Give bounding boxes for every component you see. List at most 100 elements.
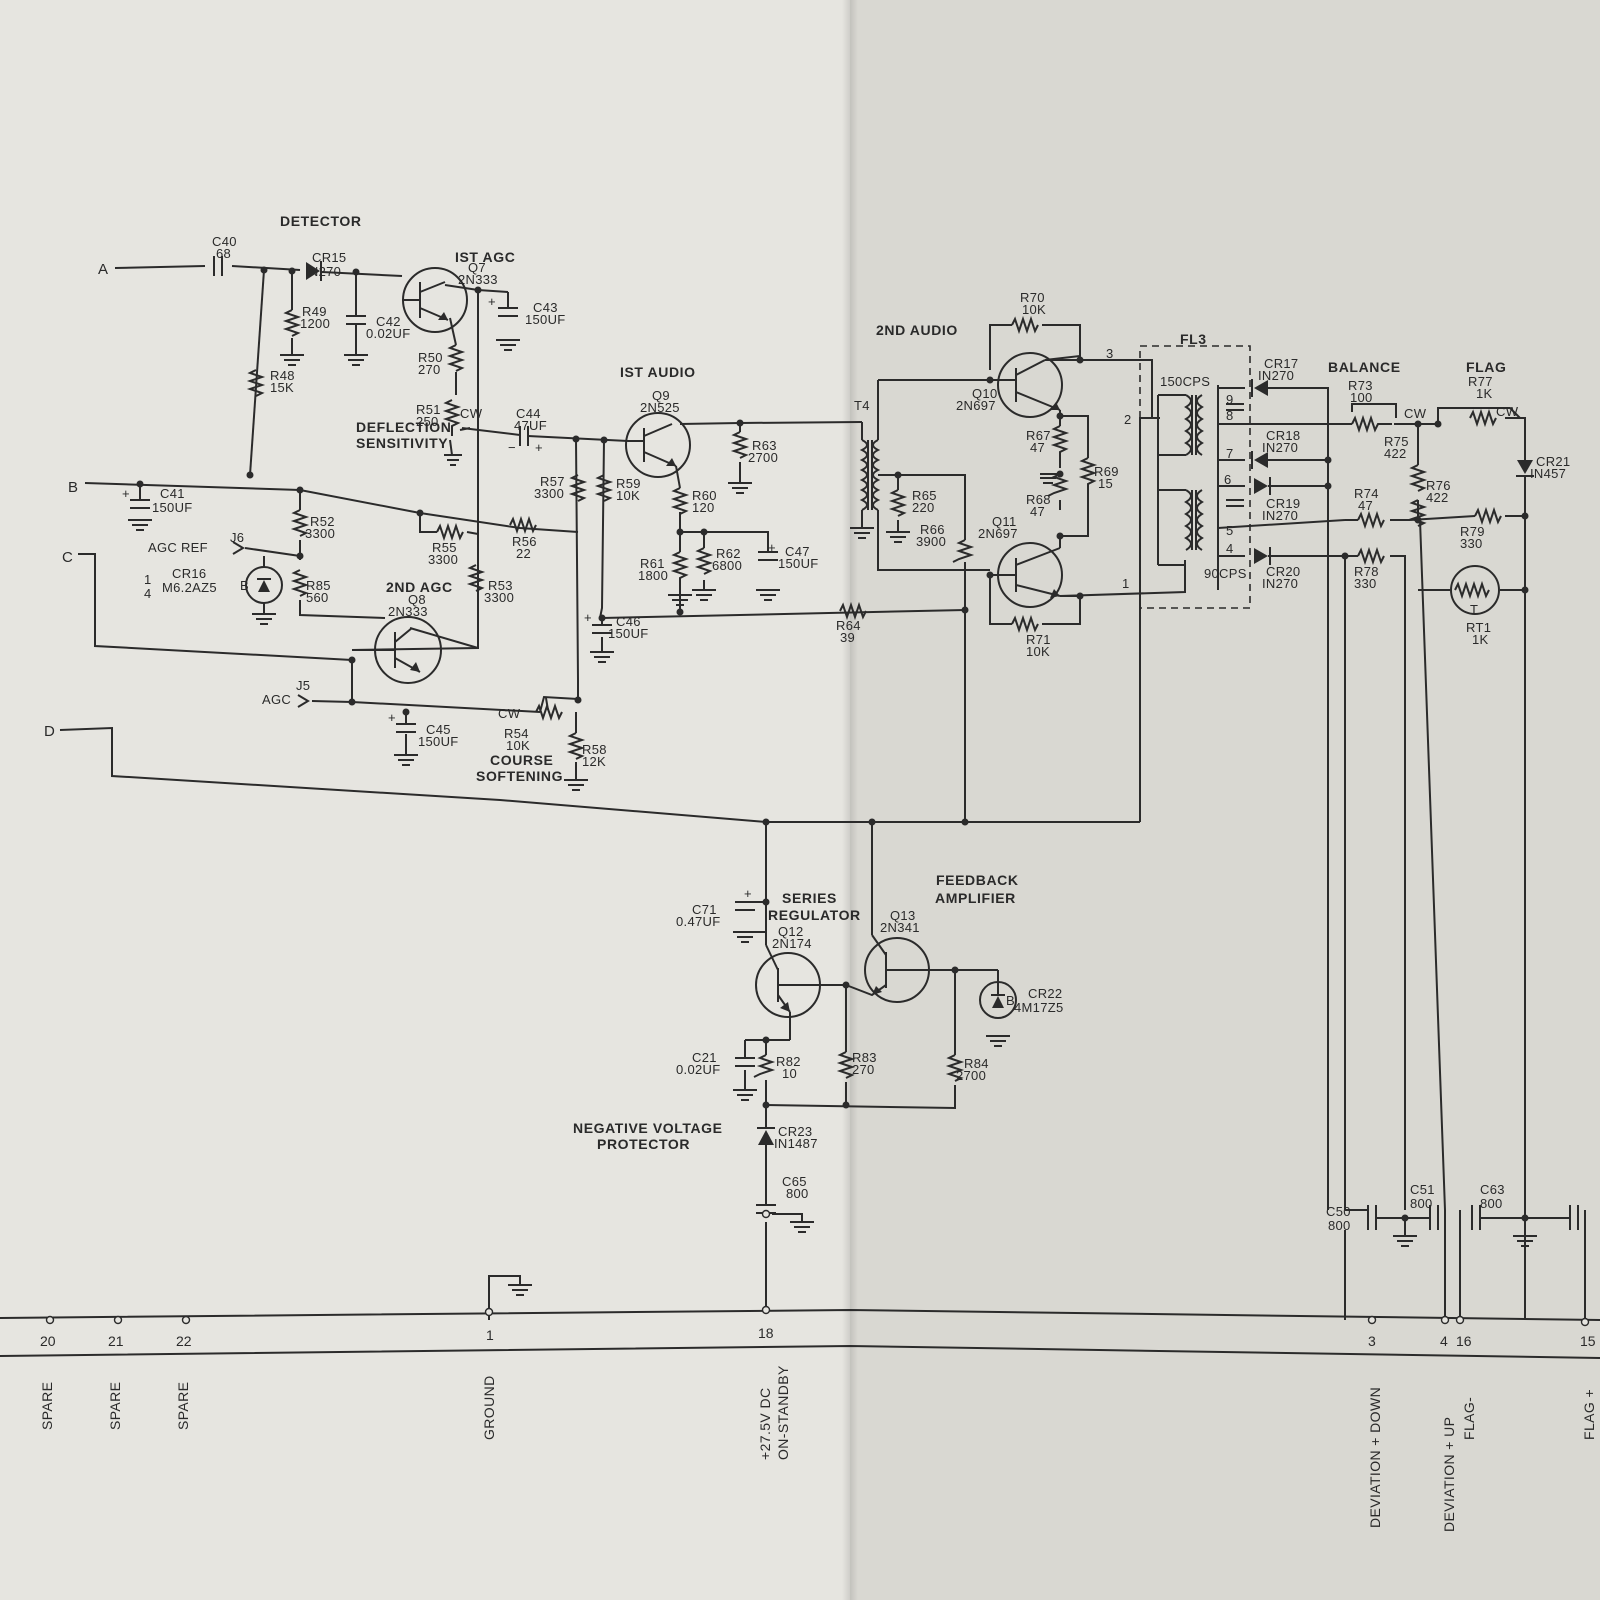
bus-label-22: SPARE (175, 1382, 191, 1430)
resistor-r53 (466, 564, 486, 592)
c46-name: C46 (616, 614, 641, 629)
q-pin-1: 1 (1122, 576, 1130, 591)
b-cr22: B (1006, 993, 1015, 1008)
transistor-q10 (990, 352, 1063, 418)
r51-name: R51 (416, 402, 441, 417)
cr17-value: IN270 (1258, 368, 1294, 383)
c40-value: 68 (216, 246, 231, 261)
r84-name: R84 (964, 1056, 989, 1071)
paper-fold (842, 0, 858, 1600)
transistor-q12 (755, 944, 821, 1018)
bus-label-21: SPARE (107, 1382, 123, 1430)
bus-pin-21: 21 (108, 1333, 124, 1349)
label-deflection-2: SENSITIVITY (356, 435, 448, 451)
resistor-r63 (730, 431, 750, 459)
resistor-r66 (952, 539, 975, 563)
cr22-name: CR22 (1028, 986, 1062, 1001)
thermistor-rt1 (1450, 565, 1500, 615)
label-feedback-1: FEEDBACK (936, 872, 1019, 888)
q13-value: 2N341 (880, 920, 920, 935)
q13-name: Q13 (890, 908, 915, 923)
c43-name: C43 (533, 300, 558, 315)
pin-numbers: 9 8 7 6 5 4 3 2 1 (1106, 346, 1234, 591)
r69-name: R69 (1094, 464, 1119, 479)
r50-value: 270 (418, 362, 441, 377)
bus-label-18b: ON-STANDBY (775, 1365, 791, 1460)
cr16-frac-num: 1 (144, 572, 152, 587)
fl3-pin-7: 7 (1226, 446, 1234, 461)
capacitor-c50 (1367, 1205, 1377, 1230)
r65-value: 220 (912, 500, 935, 515)
cr16-name: CR16 (172, 566, 206, 581)
q7-name: Q7 (468, 260, 486, 275)
q11-name: Q11 (992, 514, 1017, 529)
r54-name: R54 (504, 726, 529, 741)
r65-name: R65 (912, 488, 937, 503)
resistor-r75 (1408, 464, 1428, 492)
bus-pin-3: 3 (1368, 1333, 1376, 1349)
capacitor-c46 (592, 624, 612, 634)
zener-cr22 (979, 981, 1017, 1019)
minus-c44: − (508, 440, 516, 455)
t-rt1: T (1470, 602, 1478, 617)
label-series-1: SERIES (782, 890, 837, 906)
r54-wiper (545, 697, 549, 711)
label-course-2: SOFTENING (476, 768, 563, 784)
q9-name: Q9 (652, 388, 670, 403)
r59-name: R59 (616, 476, 641, 491)
diode-cr23 (757, 1127, 775, 1145)
bus-label-15: FLAG + (1581, 1389, 1597, 1440)
bus-terminals (45, 1209, 1590, 1327)
r75-value: 422 (1384, 446, 1407, 461)
plus-c47: + (768, 540, 776, 555)
q11-value: 2N697 (978, 526, 1018, 541)
r69-value: 15 (1098, 476, 1113, 491)
c47-value: 150UF (778, 556, 819, 571)
capacitor-c21 (735, 1057, 755, 1067)
cr21-name: CR21 (1536, 454, 1570, 469)
bus-pin-20: 20 (40, 1333, 56, 1349)
resistor-r57 (568, 474, 588, 502)
label-fl3-top: 150CPS (1160, 374, 1210, 389)
r74-value: 47 (1358, 498, 1373, 513)
fl3-enclosure (1139, 345, 1251, 609)
r78-name: R78 (1354, 564, 1379, 579)
label-negprot-1: NEGATIVE VOLTAGE (573, 1120, 723, 1136)
c41-value: 150UF (152, 500, 193, 515)
r68-name: R68 (1026, 492, 1051, 507)
bus-pin-4: 4 (1440, 1333, 1448, 1349)
label-agc2: 2ND AGC (386, 579, 453, 595)
label-agc1: IST AGC (455, 249, 515, 265)
r52-name: R52 (310, 514, 335, 529)
resistor-r61 (670, 551, 690, 586)
r73-name: R73 (1348, 378, 1373, 393)
c71-name: C71 (692, 902, 717, 917)
r52-value: 3300 (305, 526, 335, 541)
c44-value: 47UF (514, 418, 547, 433)
label-series-2: REGULATOR (768, 907, 861, 923)
resistor-r62 (694, 547, 714, 575)
capacitor-fl3-bottom (1226, 499, 1244, 507)
r63-name: R63 (752, 438, 777, 453)
cr15-name: CR15 (312, 250, 346, 265)
r48-value: 15K (270, 380, 294, 395)
r54-value: 10K (506, 738, 530, 753)
label-fl3: FL3 (1180, 331, 1207, 347)
r70-value: 10K (1022, 302, 1046, 317)
bus-label-18: +27.5V DC (757, 1388, 773, 1460)
cr23-name: CR23 (778, 1124, 812, 1139)
r84-value: 2700 (956, 1068, 986, 1083)
r83-name: R83 (852, 1050, 877, 1065)
polarity-marks: CW CW CW CW + + + − + + + + B B T 1 4 (122, 294, 1518, 1008)
r79-name: R79 (1460, 524, 1485, 539)
b-cr16: B (240, 578, 249, 593)
cr18-value: IN270 (1262, 440, 1298, 455)
r85-name: R85 (306, 578, 331, 593)
transistor-q13 (845, 934, 930, 1003)
cr16-value: M6.2AZ5 (162, 580, 217, 595)
q10-value: 2N697 (956, 398, 996, 413)
resistor-r64 (839, 601, 867, 621)
resistor-r84 (945, 1054, 965, 1082)
r68-value: 47 (1030, 504, 1045, 519)
fl3-pin-8: 8 (1226, 408, 1234, 423)
